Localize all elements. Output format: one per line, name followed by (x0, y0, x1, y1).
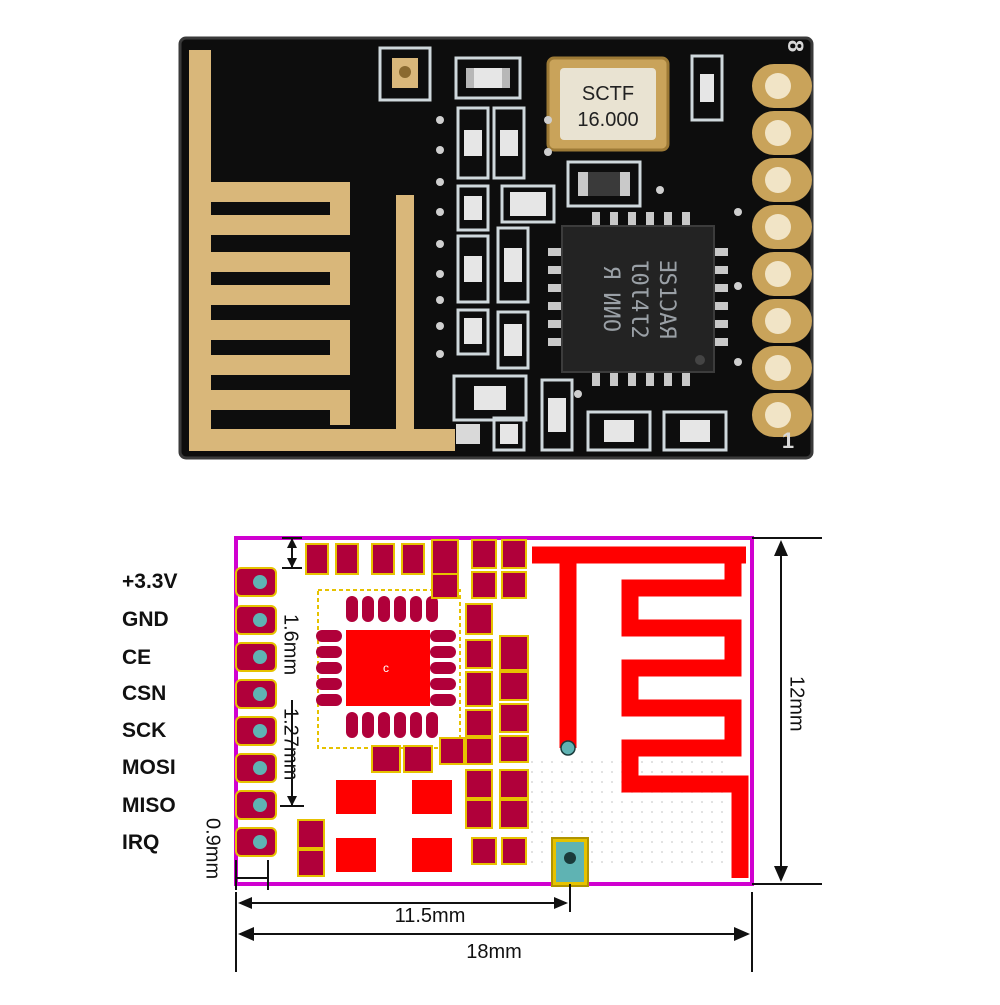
pin-marker-8: 8 (783, 40, 808, 52)
pin-label-mosi: MOSI (122, 756, 176, 779)
dimension-lines (235, 537, 822, 972)
pin-label-csn: CSN (122, 682, 166, 705)
pcb-antenna-trace (189, 50, 455, 451)
svg-text:ƎS1ƆАЯ: ƎS1ƆАЯ (654, 259, 679, 338)
pin-label-sck: SCK (122, 719, 166, 742)
pin-labels: +3.3V GND CE CSN SCK MOSI MISO IRQ (122, 570, 177, 854)
pin-label-irq: IRQ (122, 831, 159, 854)
crystal-oscillator: SCTF 16.000 (546, 56, 670, 152)
header-pins (752, 64, 812, 437)
pin-label-miso: MISO (122, 794, 176, 817)
pin-label-vcc: +3.3V (122, 570, 177, 593)
test-pad-via (399, 66, 411, 78)
crystal-label-line2: 16.000 (577, 109, 638, 131)
dim-label-board-width: 12mm (786, 676, 808, 732)
antenna-trace (532, 546, 749, 878)
layout-drawing: +3.3V GND CE CSN SCK MOSI MISO IRQ c (122, 536, 822, 972)
rf-transceiver-ic: ƎS1ƆАЯ Ɩ0Ɩ4Ɩ2 Я ИИО (548, 212, 728, 386)
smd-component-bodies (456, 68, 714, 444)
smd-components (452, 54, 728, 452)
smd-pads (297, 539, 529, 877)
dim-label-pin-pitch: 1.27mm (280, 708, 302, 780)
pin-label-gnd: GND (122, 608, 169, 631)
ground-via (564, 852, 576, 864)
pcb-edge (178, 36, 814, 460)
dim-label-pad-height: 1.6mm (280, 614, 302, 675)
pin-label-ce: CE (122, 646, 151, 669)
antenna-feed-via (560, 740, 576, 756)
svg-text:Ɩ0Ɩ4Ɩ2: Ɩ0Ɩ4Ɩ2 (626, 259, 651, 338)
dim-label-antenna-offset: 11.5mm (395, 905, 466, 927)
ic-thermal-pad (346, 630, 430, 706)
pin-pads (235, 567, 277, 857)
dim-label-board-length: 18mm (466, 941, 522, 963)
ic-footprint: c (316, 596, 456, 738)
crystal-label-line1: SCTF (582, 83, 634, 105)
vias (436, 116, 742, 398)
module-photo: SCTF 16.000 ƎS1ƆАЯ Ɩ0Ɩ4Ɩ2 Я ИИО (178, 36, 814, 460)
svg-text:c: c (383, 661, 389, 675)
svg-text:Я ИИО: Я ИИО (598, 266, 623, 332)
pin-marker-1: 1 (782, 428, 794, 453)
test-pad-outline (378, 46, 432, 102)
dim-label-pad-width: 0.9mm (202, 818, 224, 879)
